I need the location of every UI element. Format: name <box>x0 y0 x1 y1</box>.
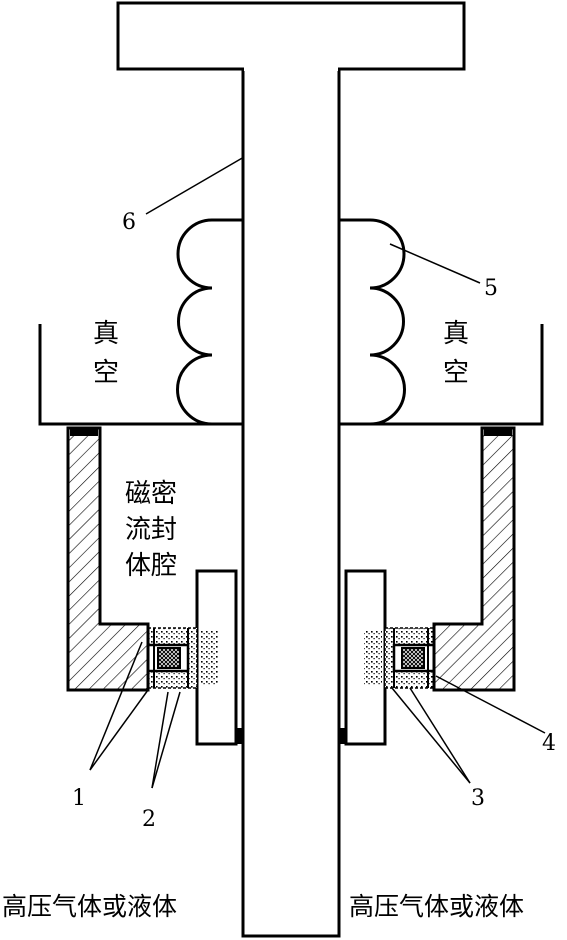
callout-2: 2 <box>142 807 156 832</box>
sleeve-left-seal <box>236 728 243 744</box>
vacuum-right-char-1: 真 <box>443 319 469 349</box>
cavity-label-line-2: 流封 <box>125 515 177 545</box>
callout-6: 6 <box>122 210 136 235</box>
bellows-left <box>176 218 243 426</box>
cavity-label-line-3: 体腔 <box>125 551 177 581</box>
vacuum-left-char-2: 空 <box>93 358 119 388</box>
sleeve-right-seal <box>339 728 346 744</box>
seal-housing-right <box>432 426 516 692</box>
callout-3: 3 <box>471 786 485 811</box>
pressure-label-left: 高压气体或液体 <box>2 892 177 921</box>
shaft <box>116 1 466 938</box>
magnet-assembly-left <box>146 627 218 689</box>
vacuum-chamber <box>38 324 544 426</box>
cavity-label-line-1: 磁密 <box>125 479 177 509</box>
callout-5: 5 <box>484 276 498 301</box>
bellows-right <box>339 218 406 426</box>
seal-housing-left <box>66 426 150 692</box>
callout-1: 1 <box>72 786 86 811</box>
callout-4: 4 <box>542 731 556 756</box>
pressure-label-right: 高压气体或液体 <box>349 892 524 921</box>
magnet-assembly-right <box>364 627 436 689</box>
vacuum-right-char-2: 空 <box>443 358 469 388</box>
vacuum-left-char-1: 真 <box>93 319 119 349</box>
leader-lines <box>89 156 546 789</box>
